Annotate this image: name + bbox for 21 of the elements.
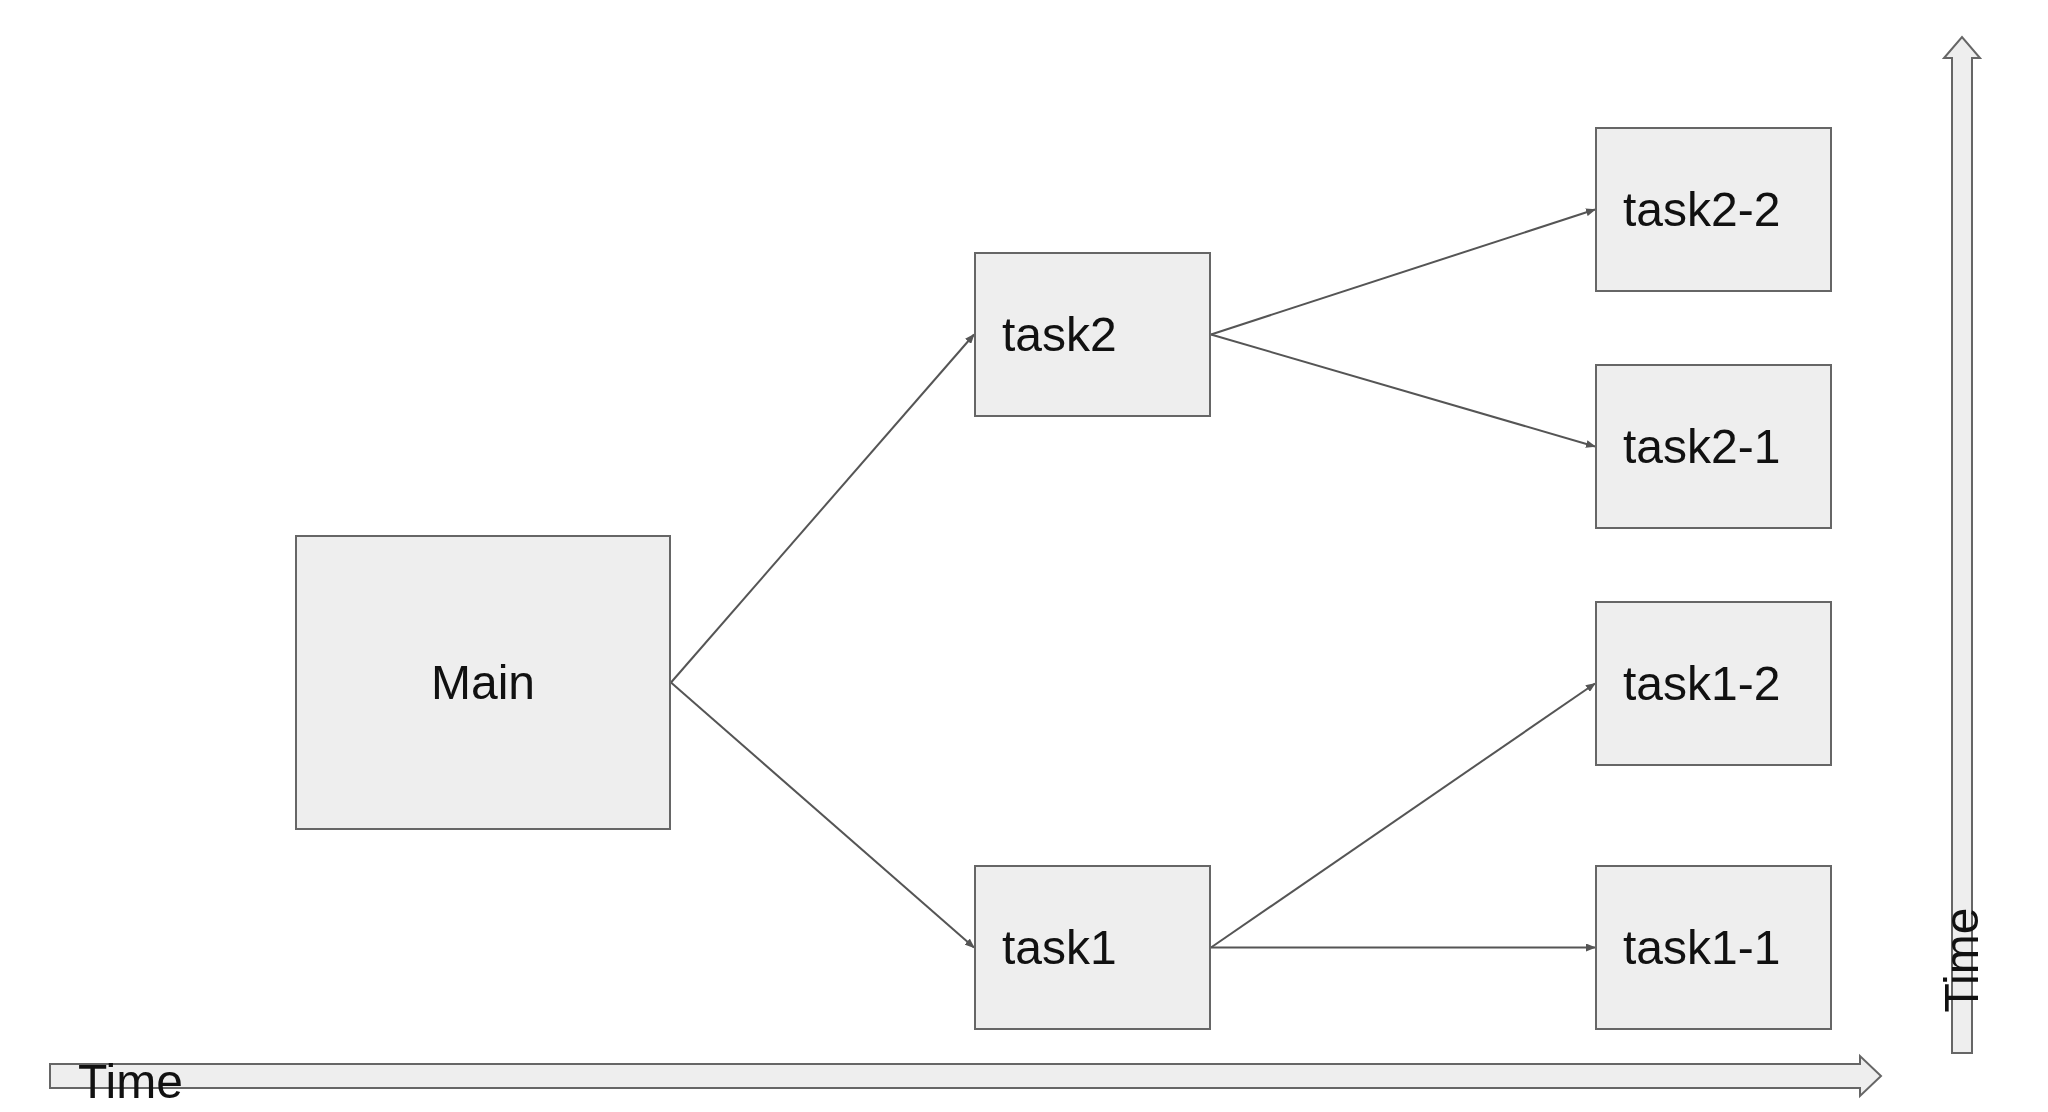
- node-label: task2-1: [1623, 419, 1781, 474]
- process-box: [974, 252, 1211, 417]
- node-label: task1-1: [1623, 920, 1781, 975]
- arrow: [1210, 333, 1596, 448]
- process-box: [295, 535, 671, 830]
- arrow: [1210, 943, 1596, 952]
- process-box: [974, 865, 1211, 1030]
- node-label: task1: [1002, 920, 1117, 975]
- node-label: Main: [430, 655, 535, 710]
- node-label: task2: [1002, 307, 1117, 362]
- node-label: task1-2: [1623, 656, 1781, 711]
- process-box: [1595, 865, 1832, 1030]
- arrow: [1210, 208, 1596, 336]
- arrow: [1210, 682, 1596, 949]
- process-box: [1595, 127, 1832, 292]
- process-box: [1595, 364, 1832, 529]
- arrow: [670, 333, 975, 684]
- arrow: [670, 681, 975, 949]
- process-box: [1595, 601, 1832, 766]
- axis-label: Time: [1938, 907, 1986, 1013]
- node-label: task2-2: [1623, 182, 1781, 237]
